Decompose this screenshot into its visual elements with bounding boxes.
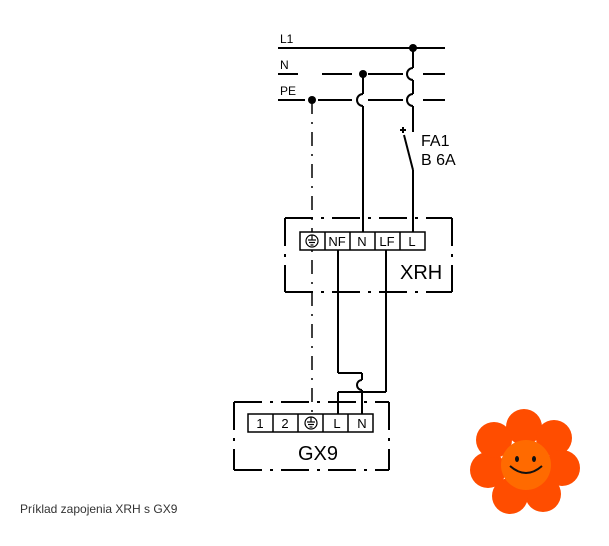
gx9-name: GX9 [298, 443, 338, 465]
xrh-terminal-label: LF [379, 234, 394, 249]
xrh-name: XRH [400, 262, 442, 284]
ground-symbol-icon [304, 416, 318, 430]
gx9-terminal-label: 2 [281, 416, 288, 431]
xrh-terminal-block: NF N LF L [299, 231, 426, 251]
xrh-terminal-label: N [357, 234, 366, 249]
breaker-name: FA1 [421, 133, 450, 150]
breaker-rating: B 6A [421, 152, 456, 169]
smiley-flower-icon [470, 409, 580, 514]
junction-dot [409, 44, 417, 52]
label-pe: PE [280, 84, 296, 98]
xrh-terminal-label: NF [328, 234, 345, 249]
figure-caption: Príklad zapojenia XRH s GX9 [20, 502, 178, 516]
gx9-terminal-block: 1 2 L N [247, 413, 374, 433]
xrh-terminal-label: L [408, 234, 415, 249]
gx9-terminal-label: L [333, 416, 340, 431]
junction-dot [308, 96, 316, 104]
gx9-terminal-label: N [357, 416, 366, 431]
label-l1: L1 [280, 32, 294, 46]
gx9-terminal-label: 1 [256, 416, 263, 431]
ground-symbol-icon [305, 234, 319, 248]
label-n: N [280, 58, 289, 72]
junction-dot [359, 70, 367, 78]
